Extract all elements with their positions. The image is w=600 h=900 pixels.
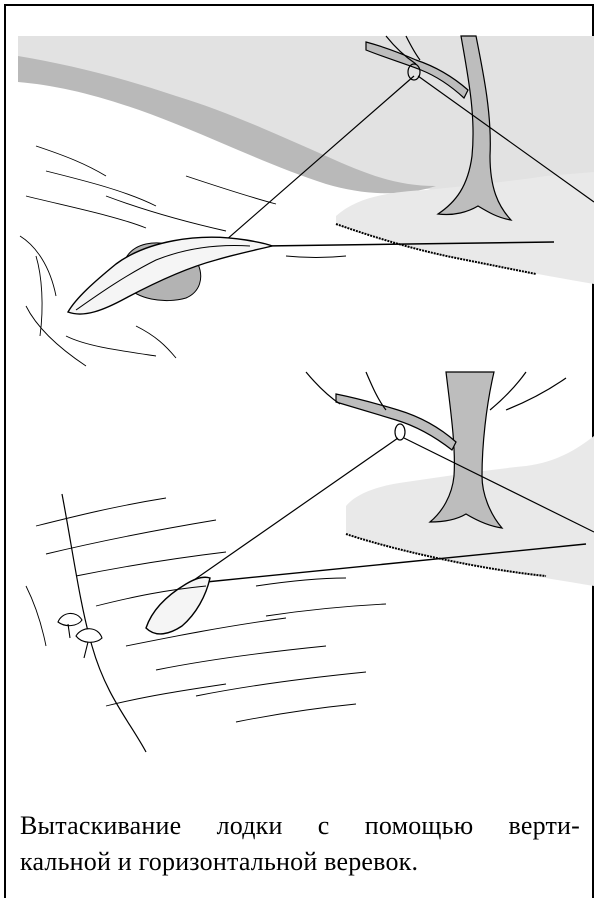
water-strokes-bottom xyxy=(26,498,386,722)
caption: Вытаскивание лодки с помощью верти- каль… xyxy=(20,808,580,880)
caption-line-2: кальной и горизонтальной веревок. xyxy=(20,844,580,880)
boat-bottom xyxy=(146,577,210,634)
caption-line-1: Вытаскивание лодки с помощью верти- xyxy=(20,808,580,844)
rope-knot-bottom xyxy=(395,424,405,440)
tree-branch-bottom xyxy=(336,394,456,450)
boat-top xyxy=(68,237,272,314)
illustration xyxy=(6,6,594,796)
mushrooms xyxy=(58,613,102,658)
bottom-scene xyxy=(26,372,594,752)
top-scene xyxy=(18,36,594,366)
